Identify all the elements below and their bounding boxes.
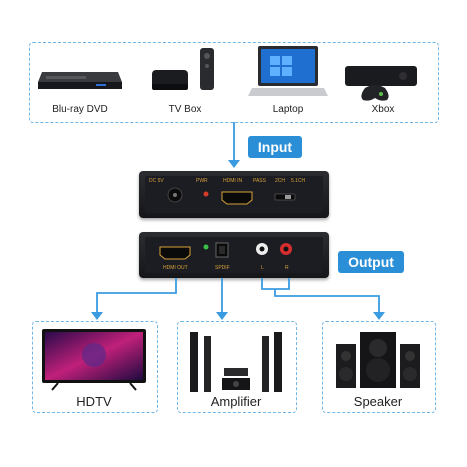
- output-label-hdtv: HDTV: [76, 394, 112, 409]
- port-label-hdmi-out: HDMI OUT: [163, 265, 188, 271]
- amplifier-icon: [190, 332, 282, 392]
- source-label-laptop: Laptop: [272, 104, 304, 115]
- output-device: HDMI OUT SPDIF L R: [139, 232, 329, 278]
- spdif-port-icon: [215, 242, 229, 258]
- port-label-hdmi-in: HDMI IN: [223, 178, 243, 184]
- port-label-pass: PASS: [253, 178, 266, 184]
- source-label-xbox: Xbox: [371, 104, 395, 115]
- port-label-l: L: [261, 265, 264, 271]
- power-led-icon: [203, 191, 209, 197]
- source-label-tvbox: TV Box: [168, 104, 202, 115]
- input-tag: Input: [248, 136, 302, 158]
- hdtv-icon: [42, 329, 146, 391]
- xbox-console-icon: [345, 66, 417, 101]
- input-device: DC 5V PWR HDMI IN PASS 2CH 5.1CH: [139, 171, 329, 218]
- port-label-spdif: SPDIF: [215, 265, 230, 271]
- tv-box-icon: [152, 48, 214, 90]
- output-label-amplifier: Amplifier: [210, 394, 262, 409]
- port-label-dc5v: DC 5V: [149, 178, 164, 184]
- speaker-icon: [336, 332, 420, 388]
- output-tag: Output: [338, 251, 404, 273]
- status-led-icon: [203, 244, 209, 250]
- bluray-player-icon: [38, 72, 122, 89]
- port-label-r: R: [285, 265, 289, 271]
- rca-left-port-icon: [256, 243, 268, 255]
- rca-right-port-icon: [280, 243, 292, 255]
- source-label-bluray: Blu-ray DVD: [52, 104, 108, 115]
- laptop-icon: [248, 46, 328, 96]
- port-label-2ch: 2CH: [275, 178, 286, 184]
- hdmi-in-port-icon: [221, 191, 253, 205]
- dc-jack-icon: [167, 187, 183, 203]
- mode-switch-icon: [274, 193, 296, 201]
- output-label-speaker: Speaker: [353, 394, 403, 409]
- hdmi-out-port-icon: [159, 246, 191, 260]
- port-label-pwr: PWR: [196, 178, 208, 184]
- port-label-51ch: 5.1CH: [291, 178, 306, 184]
